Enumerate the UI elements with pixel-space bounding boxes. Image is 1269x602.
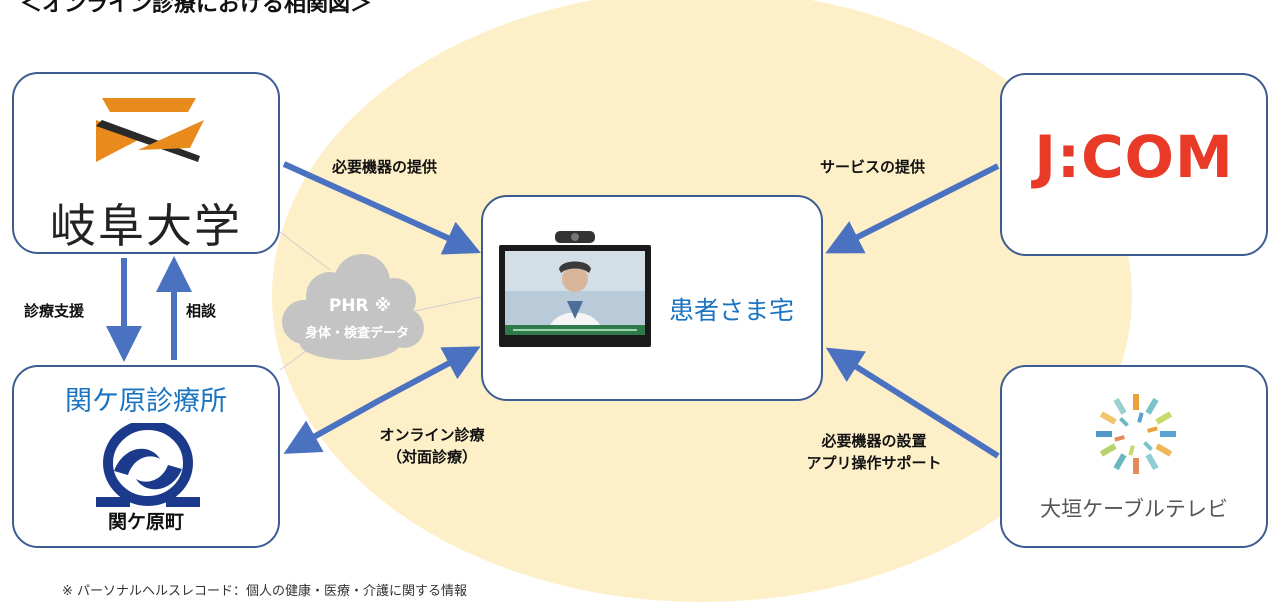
tv-monitor-icon — [499, 231, 651, 347]
logo-top-bar — [102, 98, 196, 112]
gifu-university-logo — [96, 98, 204, 162]
ogaki-cable-label: 大垣ケーブルテレビ — [1040, 497, 1228, 521]
clinic-box: 関ケ原診療所 関ケ原町 — [12, 365, 280, 548]
jcom-box: J:COM — [1000, 73, 1268, 256]
ogaki-cable-box: 大垣ケーブルテレビ — [1000, 365, 1268, 548]
label-online-line2: （対面診療） — [386, 448, 477, 466]
label-online-consultation: オンライン診療 （対面診療） — [362, 424, 502, 468]
label-service-provision: サービスの提供 — [820, 158, 926, 176]
footnote: ※ パーソナルヘルスレコード：個人の健康・医療・介護に関する情報 — [62, 584, 468, 599]
label-installation-line2: アプリ操作サポート — [806, 454, 942, 472]
gifu-university-box: 岐阜大学 — [12, 72, 280, 254]
page-title: ＜オンライン診療における相関図＞ — [20, 0, 373, 17]
label-installation-line1: 必要機器の設置 — [821, 432, 927, 450]
label-installation-support: 必要機器の設置 アプリ操作サポート — [784, 430, 964, 474]
label-online-line1: オンライン診療 — [379, 426, 485, 444]
label-medical-support: 診療支援 — [24, 302, 85, 320]
clinic-label: 関ケ原診療所 — [65, 386, 227, 417]
sekigahara-town-emblem — [96, 423, 200, 507]
logo-left-wing — [96, 120, 142, 162]
phr-data-label: 身体・検査データ — [304, 326, 409, 341]
jcom-logo: J:COM — [1034, 123, 1234, 191]
patient-home-label: 患者さま宅 — [669, 296, 795, 325]
logo-dark-stroke — [96, 120, 200, 162]
gifu-university-label: 岐阜大学 — [50, 199, 242, 253]
logo-right-wing — [138, 120, 204, 150]
label-consultation: 相談 — [186, 302, 217, 320]
patient-home-box: 患者さま宅 — [481, 195, 823, 401]
doctor-face — [562, 266, 588, 292]
label-equipment-provision: 必要機器の提供 — [332, 158, 438, 176]
town-label: 関ケ原町 — [107, 511, 184, 533]
phr-label: PHR ※ — [328, 296, 392, 316]
ogaki-cable-logo — [1096, 394, 1176, 474]
